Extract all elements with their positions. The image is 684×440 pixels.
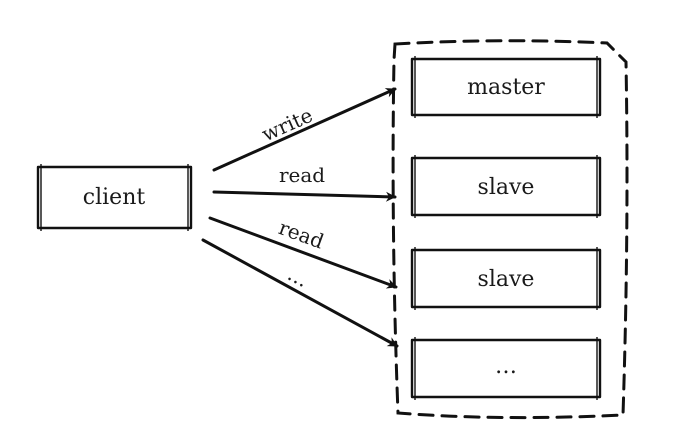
slave-node-2: slave bbox=[410, 247, 602, 310]
read-arrow-1 bbox=[212, 190, 397, 202]
master-label: master bbox=[467, 75, 545, 100]
slave-label-1: slave bbox=[478, 175, 535, 200]
more-nodes-node: … bbox=[410, 337, 602, 400]
read-arrow-2 bbox=[208, 216, 398, 289]
slave-node-1: slave bbox=[410, 155, 602, 218]
client-node: client bbox=[36, 164, 193, 231]
write-arrow bbox=[212, 87, 397, 172]
read-edge-label-1: read bbox=[279, 163, 325, 187]
master-node: master bbox=[410, 56, 602, 118]
read-edge-label-2: read bbox=[276, 215, 328, 253]
slave-label-2: slave bbox=[478, 267, 535, 292]
server-cluster-boundary bbox=[391, 39, 629, 420]
more-arrow bbox=[201, 238, 399, 348]
client-label: client bbox=[83, 185, 146, 210]
write-edge-label: write bbox=[258, 103, 316, 146]
more-nodes-label: … bbox=[495, 354, 517, 379]
